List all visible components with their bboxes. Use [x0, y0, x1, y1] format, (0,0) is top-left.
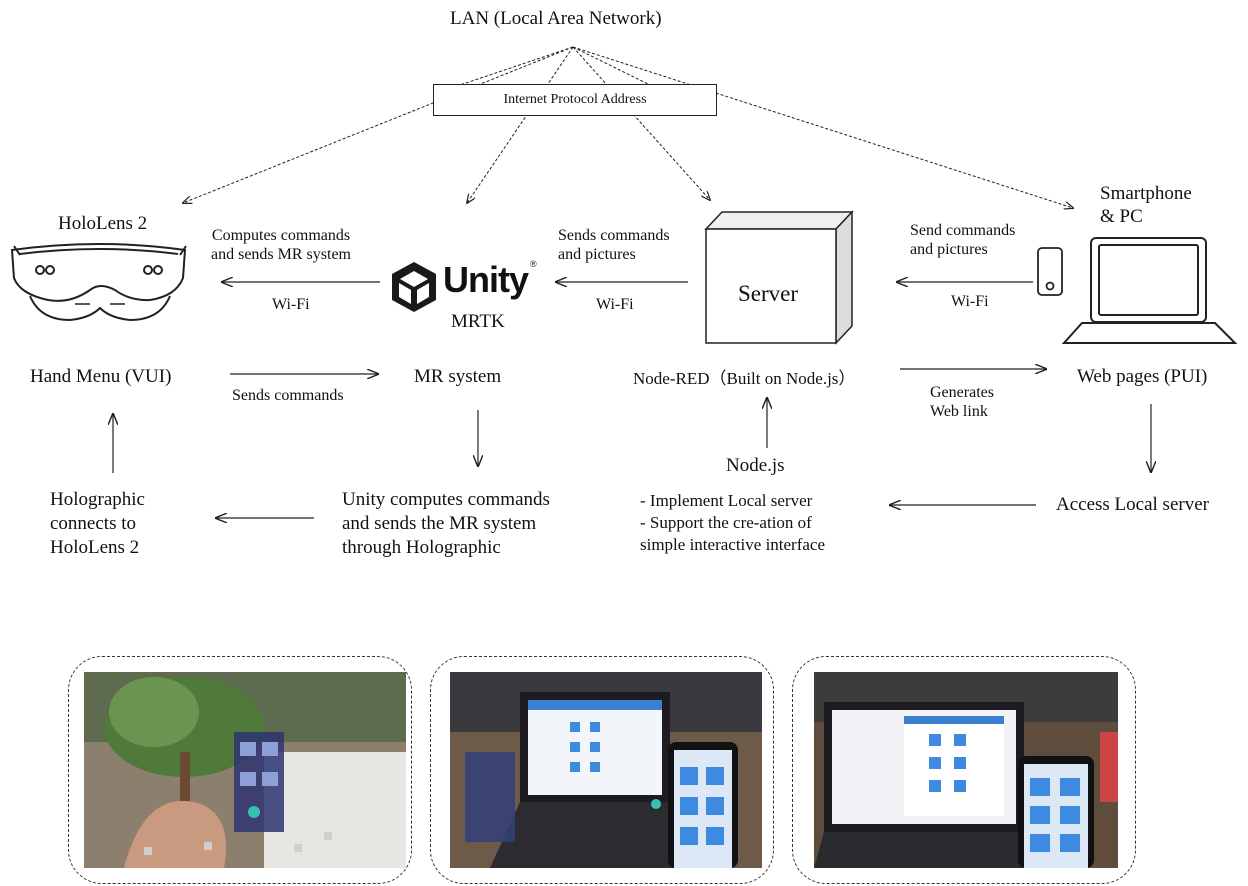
- unity-compute-text: Unity computes commands and sends the MR…: [342, 489, 550, 558]
- edge-label-generates-link: Generates Web link: [930, 384, 994, 421]
- ip-address-box: Internet Protocol Address: [433, 84, 717, 116]
- lan-line-server: [572, 46, 710, 200]
- photo-frame-1: [68, 656, 412, 884]
- photo-frame-3: [792, 656, 1136, 884]
- nodered-caption: Node-RED（Built on Node.js）: [633, 369, 856, 388]
- edge-label-server-unity: Sends commands and pictures: [558, 227, 670, 264]
- edge-label-sends-commands: Sends commands: [232, 387, 344, 404]
- lan-line-unity: [467, 46, 574, 203]
- lan-line-hololens: [183, 46, 574, 203]
- wifi-label-3: Wi-Fi: [951, 293, 989, 310]
- smartphone-icon: [1037, 247, 1063, 296]
- photo-hololens-view: [84, 672, 406, 868]
- lan-line-device: [572, 46, 1073, 208]
- lan-title: LAN (Local Area Network): [450, 8, 662, 29]
- unity-brand: Unity®: [443, 259, 537, 300]
- mr-system-caption: MR system: [414, 366, 502, 387]
- mrtk-label: MRTK: [451, 311, 505, 332]
- hololens-icon: [10, 243, 187, 322]
- hand-menu-caption: Hand Menu (VUI): [30, 366, 172, 387]
- holographic-text: Holographic connects to HoloLens 2: [50, 489, 145, 558]
- photo-laptop-phone-right: [814, 672, 1118, 868]
- nodejs-title: Node.js: [726, 455, 785, 476]
- server-label: Server: [738, 281, 799, 306]
- access-local-server: Access Local server: [1056, 494, 1209, 515]
- edge-label-device-server: Send commands and pictures: [910, 222, 1016, 259]
- server-cube: [704, 210, 854, 345]
- unity-logo-icon: [392, 262, 436, 312]
- edge-label-unity-hololens: Computes commands and sends MR system: [211, 227, 351, 264]
- laptop-icon: [1061, 237, 1238, 344]
- device-title: Smartphone & PC: [1100, 183, 1192, 227]
- wifi-label-1: Wi-Fi: [272, 296, 310, 313]
- nodejs-description: - Implement Local server - Support the c…: [640, 491, 826, 555]
- hololens-title: HoloLens 2: [58, 213, 148, 234]
- web-pages-caption: Web pages (PUI): [1077, 366, 1208, 387]
- photo-laptop-phone-left: [450, 672, 762, 868]
- photo-frame-2: [430, 656, 774, 884]
- wifi-label-2: Wi-Fi: [596, 296, 634, 313]
